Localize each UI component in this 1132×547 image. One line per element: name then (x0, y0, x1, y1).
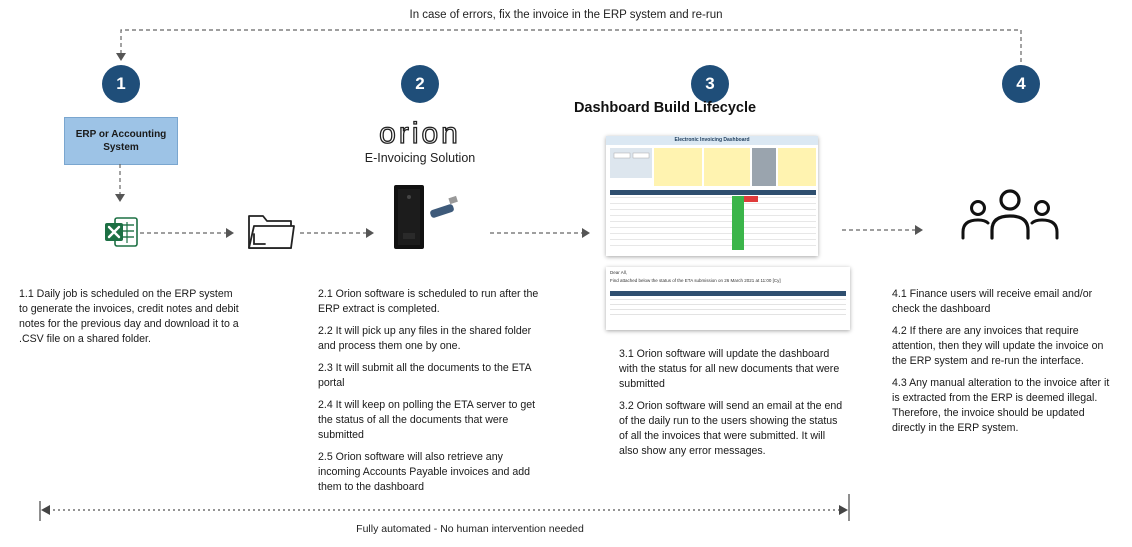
email-table-graphic (610, 291, 846, 315)
dashboard-title: Dashboard Build Lifecycle (573, 100, 757, 116)
dashboard-screenshot-header: Electronic Invoicing Dashboard (606, 136, 818, 145)
step-2-badge: 2 (401, 65, 439, 103)
desc-2-1: 2.1 Orion software is scheduled to run a… (318, 288, 539, 316)
finance-users-icon (961, 189, 1059, 240)
desc-3-1: 3.1 Orion software will update the dashb… (619, 348, 840, 391)
desc-2-5: 2.5 Orion software will also retrieve an… (318, 451, 531, 494)
excel-file-icon (105, 217, 138, 247)
step-3-description: 3.1 Orion software will update the dashb… (619, 347, 847, 466)
dashboard-mock-graphic (610, 148, 816, 250)
shared-folder-icon (248, 215, 295, 249)
step-1-badge: 1 (102, 65, 140, 103)
step-3-badge: 3 (691, 65, 729, 103)
desc-2-4: 2.4 It will keep on polling the ETA serv… (318, 399, 536, 442)
error-loop-arrow (116, 29, 1022, 62)
email-body: Find attached below the status of the ET… (610, 278, 781, 283)
email-greeting: Dear All, (610, 270, 628, 275)
desc-2-3: 2.3 It will submit all the documents to … (318, 362, 531, 390)
error-loop-note: In case of errors, fix the invoice in th… (409, 9, 723, 21)
step-4-badge: 4 (1002, 65, 1040, 103)
server-icon (394, 185, 458, 249)
desc-4-1: 4.1 Finance users will receive email and… (892, 288, 1093, 316)
step-4-description: 4.1 Finance users will receive email and… (892, 287, 1118, 443)
dashboard-screenshot: Electronic Invoicing Dashboard (606, 136, 818, 256)
email-screenshot: Dear All, Find attached below the status… (606, 267, 850, 330)
desc-1-1: 1.1 Daily job is scheduled on the ERP sy… (19, 288, 239, 346)
step-1-description: 1.1 Daily job is scheduled on the ERP sy… (19, 287, 244, 354)
automation-note: Fully automated - No human intervention … (356, 523, 584, 535)
erp-box-line2: System (103, 142, 139, 153)
erp-box-line1: ERP or Accounting (75, 128, 167, 140)
desc-3-2: 3.2 Orion software will send an email at… (619, 400, 843, 458)
orion-subtitle: E-Invoicing Solution (364, 151, 476, 165)
desc-2-2: 2.2 It will pick up any files in the sha… (318, 325, 532, 353)
desc-4-3: 4.3 Any manual alteration to the invoice… (892, 377, 1110, 435)
step-2-description: 2.1 Orion software is scheduled to run a… (318, 287, 548, 502)
desc-4-2: 4.2 If there are any invoices that requi… (892, 325, 1104, 368)
orion-logo-text: orion (379, 117, 461, 150)
orion-logo: orion (378, 116, 461, 150)
